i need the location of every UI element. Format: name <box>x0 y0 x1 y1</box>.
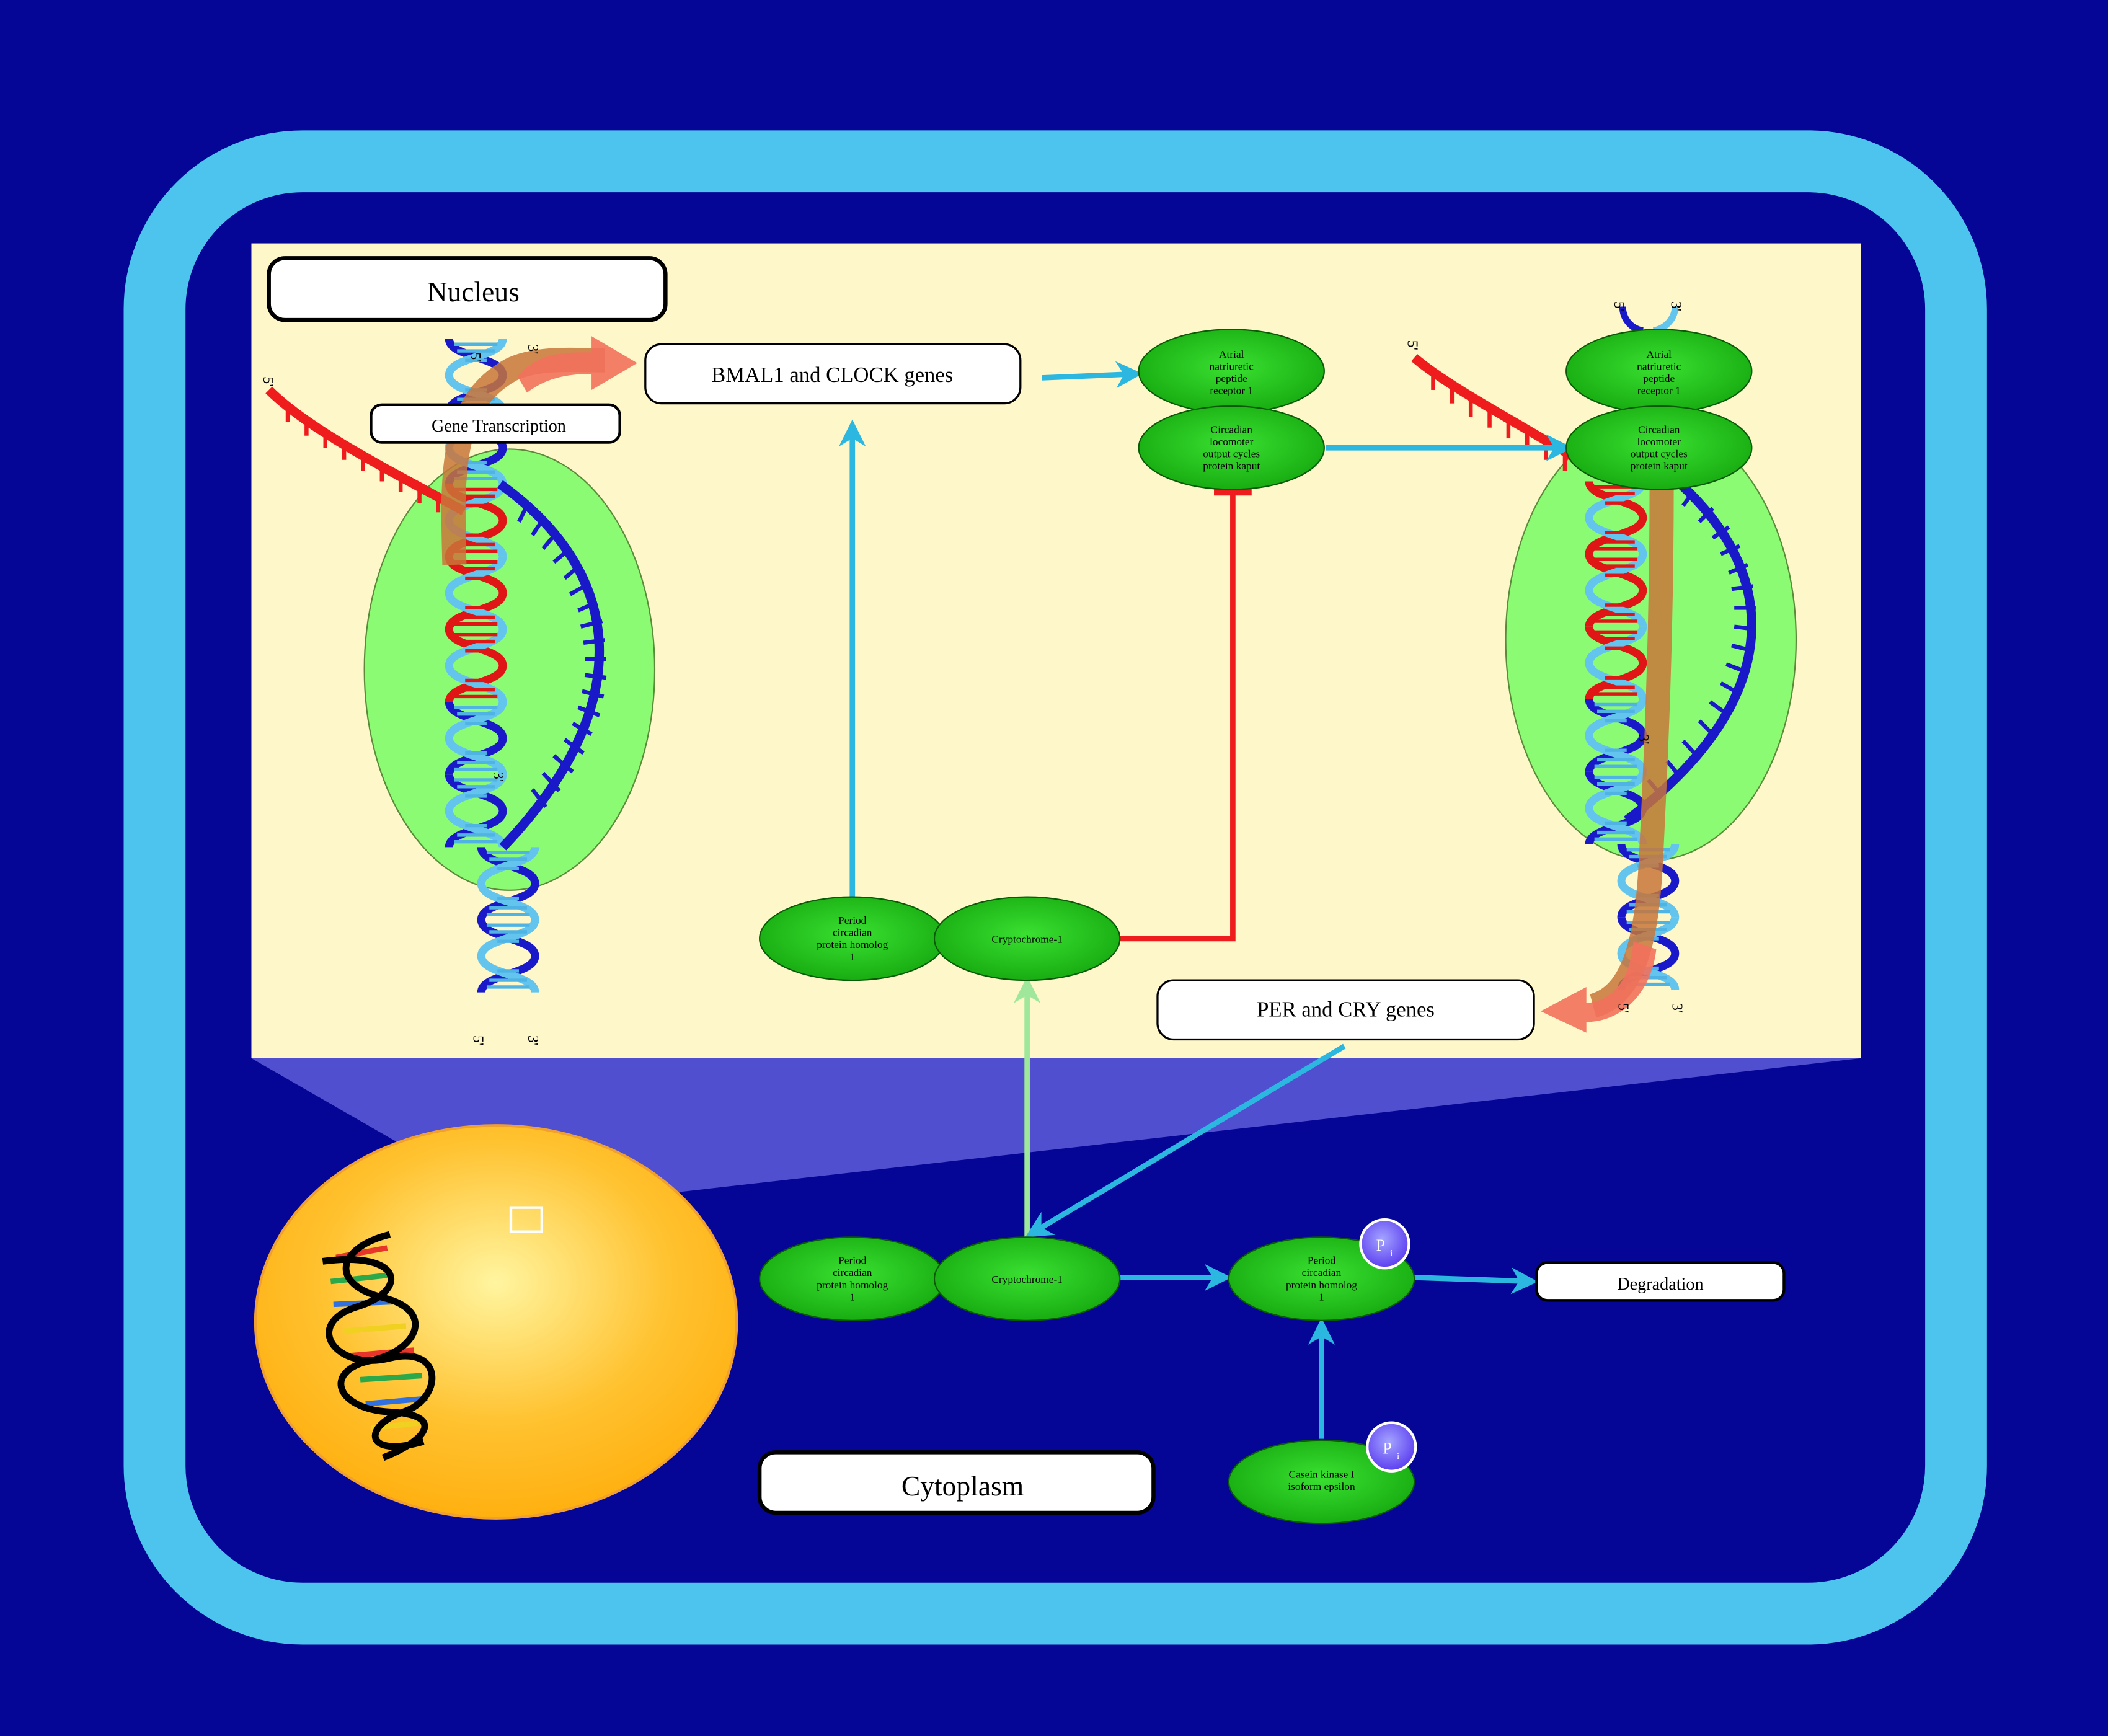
svg-text:1: 1 <box>849 951 855 963</box>
svg-text:circadian: circadian <box>1302 1267 1342 1278</box>
svg-text:P: P <box>1376 1236 1385 1254</box>
transcription-arrowhead-right <box>1540 941 1657 1033</box>
edge-per-to-degradation <box>1414 1267 1538 1295</box>
degradation-label: Degradation <box>1535 1261 1786 1302</box>
edge-percry-genes-to-cry <box>1025 1043 1346 1238</box>
per-cry-genes-label: PER and CRY genes <box>1156 979 1535 1041</box>
unwound-strand-left <box>497 480 607 851</box>
svg-text:Period: Period <box>1308 1255 1336 1267</box>
svg-text:3': 3' <box>1668 1003 1685 1013</box>
svg-text:peptide: peptide <box>1643 373 1675 384</box>
protein-anpr1-top: Atrial natriuretic peptide receptor 1 <box>1138 329 1325 414</box>
svg-text:3': 3' <box>525 344 541 354</box>
svg-text:output cycles: output cycles <box>1631 448 1688 459</box>
svg-text:1: 1 <box>849 1291 855 1303</box>
svg-text:3': 3' <box>1667 301 1683 311</box>
svg-text:peptide: peptide <box>1216 373 1247 384</box>
svg-text:BMAL1 and CLOCK genes: BMAL1 and CLOCK genes <box>711 363 953 387</box>
svg-text:Period: Period <box>838 914 867 926</box>
svg-text:locomoter: locomoter <box>1637 436 1681 448</box>
svg-text:5': 5' <box>1615 1003 1631 1013</box>
cytoplasm-title: Cytoplasm <box>757 1450 1156 1515</box>
svg-text:i: i <box>1397 1451 1399 1461</box>
unwound-strand-right <box>1624 460 1756 825</box>
svg-text:receptor 1: receptor 1 <box>1210 384 1253 396</box>
strand-labels-left: 5' 3' 5' 3' 5' 3' <box>260 344 541 1045</box>
svg-text:protein homolog: protein homolog <box>817 939 888 950</box>
gene-transcription-label: Gene Transcription <box>370 403 621 444</box>
svg-text:receptor 1: receptor 1 <box>1637 384 1681 396</box>
svg-text:Atrial: Atrial <box>1219 348 1244 360</box>
svg-text:5': 5' <box>467 352 483 362</box>
svg-text:Nucleus: Nucleus <box>427 276 520 308</box>
bmal-clock-genes-label: BMAL1 and CLOCK genes <box>644 343 1022 405</box>
svg-text:5': 5' <box>260 376 276 386</box>
svg-text:protein homolog: protein homolog <box>817 1279 888 1291</box>
strand-labels-right: 5' 3' 5' 3' 5' 3' <box>1404 301 1685 1013</box>
protein-cry1-cytoplasm: Cryptochrome-1 <box>933 1236 1121 1321</box>
svg-text:protein homolog: protein homolog <box>1286 1279 1357 1291</box>
phosphate-badge-ck1e: P i <box>1366 1421 1417 1472</box>
cell-nucleus <box>254 1124 738 1520</box>
svg-text:Circadian: Circadian <box>1638 423 1680 435</box>
svg-text:natriuretic: natriuretic <box>1210 360 1254 372</box>
protein-clock-right: Circadian locomoter output cycles protei… <box>1566 405 1753 490</box>
svg-text:PER and CRY genes: PER and CRY genes <box>1257 998 1435 1022</box>
svg-text:natriuretic: natriuretic <box>1637 360 1681 372</box>
svg-text:P: P <box>1383 1440 1392 1458</box>
svg-text:i: i <box>1390 1248 1393 1259</box>
svg-text:3': 3' <box>525 1035 541 1045</box>
mrna-strand-left <box>265 386 466 515</box>
edge-bmal-to-anpr1 <box>1042 361 1143 389</box>
svg-text:Cytoplasm: Cytoplasm <box>901 1470 1024 1502</box>
svg-text:5': 5' <box>1404 340 1420 350</box>
protein-per1-cytoplasm: Period circadian protein homolog 1 <box>759 1236 946 1321</box>
svg-text:Gene Transcription: Gene Transcription <box>432 417 566 436</box>
protein-anpr1-right: Atrial natriuretic peptide receptor 1 <box>1566 329 1753 414</box>
svg-text:Atrial: Atrial <box>1647 348 1672 360</box>
edge-cry-inhibits-clock <box>1118 492 1236 942</box>
phosphate-badge-per1: P i <box>1359 1218 1410 1270</box>
svg-text:isoform epsilon: isoform epsilon <box>1288 1481 1355 1492</box>
protein-per1-nucleus: Period circadian protein homolog 1 <box>759 896 946 981</box>
protein-ck1-epsilon: Casein kinase I isoform epsilon <box>1228 1439 1415 1525</box>
protein-clock-top: Circadian locomoter output cycles protei… <box>1138 405 1325 490</box>
svg-text:Period: Period <box>838 1255 867 1267</box>
svg-text:Casein kinase I: Casein kinase I <box>1289 1469 1355 1481</box>
svg-text:Cryptochrome-1: Cryptochrome-1 <box>991 1273 1063 1285</box>
dna-binding-zone-left <box>363 448 656 891</box>
interaction-edges <box>839 361 1573 1439</box>
svg-text:output cycles: output cycles <box>1203 448 1260 459</box>
svg-text:protein kaput: protein kaput <box>1631 460 1688 472</box>
svg-text:locomoter: locomoter <box>1210 436 1253 448</box>
svg-text:Degradation: Degradation <box>1617 1275 1703 1294</box>
nucleus-dna-icon <box>322 1231 436 1461</box>
svg-text:3': 3' <box>490 772 506 782</box>
protein-cry1-nucleus: Cryptochrome-1 <box>933 896 1121 981</box>
zoom-projection <box>251 1058 1861 1208</box>
svg-text:protein kaput: protein kaput <box>1203 460 1260 472</box>
svg-text:Circadian: Circadian <box>1211 423 1253 435</box>
zoom-region-marker <box>509 1206 544 1233</box>
svg-text:5': 5' <box>469 1035 485 1045</box>
svg-text:circadian: circadian <box>833 1267 872 1278</box>
svg-text:3': 3' <box>1635 734 1651 744</box>
svg-text:circadian: circadian <box>833 927 872 939</box>
svg-text:5': 5' <box>1611 301 1627 311</box>
transcription-arrowhead-left <box>517 336 637 393</box>
svg-text:1: 1 <box>1319 1291 1324 1303</box>
nucleus-title: Nucleus <box>267 256 668 322</box>
svg-text:Cryptochrome-1: Cryptochrome-1 <box>991 933 1063 945</box>
